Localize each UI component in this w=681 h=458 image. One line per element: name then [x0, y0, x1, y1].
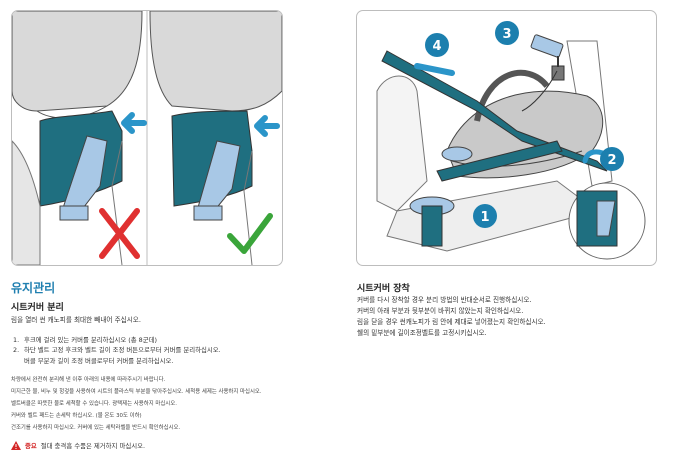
- green-check-mark-icon: [227, 213, 273, 254]
- list-item: 2. 하단 벨트 고정 후크와 벨트 길이 조정 버튼으로부터 커버를 분리하십시…: [13, 345, 221, 355]
- wrong-method-drawing: [12, 11, 147, 265]
- maintenance-title: 유지관리: [11, 281, 56, 295]
- care-note: 건조기를 사용하지 마십시오. 커버에 있는 세탁라벨을 반드시 확인하십시오.: [11, 425, 181, 431]
- cover-removal-heading: 시트커버 분리: [11, 303, 64, 313]
- installation-line: 쉘의 밑부분에 길이조정벨트를 고정시키십시오.: [357, 329, 487, 337]
- step-badge-1: 1: [473, 204, 497, 228]
- warning-text: 절대 충격흡 수품은 제거하지 마십시오.: [40, 442, 145, 450]
- step-badge-3: 3: [495, 21, 519, 45]
- warning-triangle-icon: [11, 441, 21, 450]
- step-number: 1.: [13, 336, 20, 344]
- buckle-drawing: [530, 34, 565, 81]
- svg-text:1: 1: [480, 210, 489, 225]
- list-item: 1. 후크에 걸려 있는 커버를 분리하십시오 (총 8군데): [13, 335, 221, 345]
- cover-installation-heading: 시트커버 장착: [357, 284, 410, 294]
- warning-note: 중요 절대 충격흡 수품은 제거하지 마십시오.: [11, 441, 145, 450]
- care-note: 벨트버클은 따뜻한 물로 세척할 수 있습니다. 광택제는 사용하지 마십시오.: [11, 401, 177, 407]
- list-item-continuation: 버클 부분과 길이 조정 버클로부터 커버를 분리하십시오.: [24, 356, 174, 365]
- cover-installation-illustration: 1 2 3 4: [376, 21, 646, 260]
- correct-method-drawing: [149, 11, 282, 265]
- svg-text:2: 2: [607, 153, 616, 168]
- care-note: 미지근한 물, 비누 및 헝겊을 사용하여 시트의 플라스틱 부분을 닦아주십시…: [11, 389, 262, 395]
- cover-removal-steps: 1. 후크에 걸려 있는 커버를 분리하십시오 (총 8군데) 2. 하단 벨트 고…: [13, 335, 221, 366]
- svg-text:4: 4: [432, 39, 441, 54]
- step-text: 후크에 걸려 있는 커버를 분리하십시오 (총 8군데): [24, 336, 157, 344]
- warning-label: 중요: [25, 442, 37, 450]
- vehicle-belt-drawing: [381, 50, 608, 172]
- installation-line: 림을 닫을 경우 썬캐노피가 림 안에 제대로 넣어졌는지 확인하십시오.: [357, 318, 546, 326]
- step-number: 2.: [13, 346, 20, 355]
- care-note: 커버와 벨트 패드는 손세탁 하십시오. (물 온도 30도 이하): [11, 413, 142, 419]
- installation-line: 커버를 다시 장착할 경우 분리 방법의 반대순서로 진행하십시오.: [357, 296, 532, 304]
- left-arrow-icon: [121, 112, 147, 134]
- infant-carrier-drawing: [446, 69, 604, 179]
- right-arrow-icon: [254, 115, 280, 137]
- installation-line: 커버의 아래 부분과 뒷부분이 바뀌지 않았는지 확인하십시오.: [357, 307, 524, 315]
- step-text: 하단 벨트 고정 후크와 벨트 길이 조정 버튼으로부터 커버를 분리하십시오.: [24, 346, 221, 355]
- cover-removal-illustration: [12, 11, 282, 265]
- red-x-mark-icon: [99, 208, 140, 259]
- step-badge-4: 4: [425, 33, 449, 57]
- care-note: 차량에서 완전히 분리해 낸 이후 아래의 내용에 따라주시기 바랍니다.: [11, 377, 166, 383]
- belt-hook-detail: [568, 182, 646, 260]
- cover-removal-illustration-panel: [11, 10, 283, 266]
- belt-direction-arrow-icon: [414, 63, 455, 76]
- svg-text:3: 3: [502, 27, 511, 42]
- cover-removal-intro: 림을 열러 썬 캐노피를 최대한 빼내어 주십시오.: [11, 316, 141, 324]
- step-badge-2: 2: [600, 147, 624, 171]
- cover-installation-illustration-panel: 1 2 3 4: [356, 10, 657, 266]
